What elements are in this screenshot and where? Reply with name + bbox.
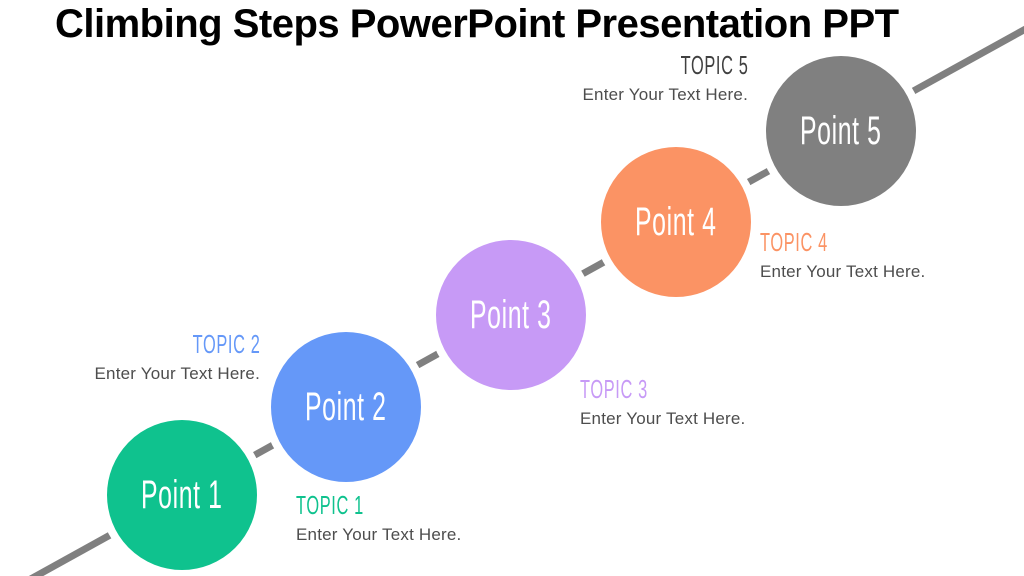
topic-4-description: Enter Your Text Here. [760,262,926,281]
topic-5-title: TOPIC 5 [680,50,748,80]
point-3-circle: Point 3 [428,232,594,398]
topic-2-description: Enter Your Text Here. [94,364,260,383]
point-2-circle: Point 2 [263,324,429,490]
point-3-label: Point 3 [470,292,552,337]
slide-title: Climbing Steps PowerPoint Presentation P… [55,2,899,46]
point-4-circle: Point 4 [593,139,759,305]
topic-2-block: TOPIC 2 Enter Your Text Here. [95,331,260,384]
point-1-circle: Point 1 [99,412,265,576]
point-1-label: Point 1 [141,472,223,517]
topic-3-description: Enter Your Text Here. [580,409,746,428]
point-2-label: Point 2 [305,384,387,429]
point-5-label: Point 5 [800,108,882,153]
topic-3-title: TOPIC 3 [580,374,648,404]
topic-5-block: TOPIC 5 Enter Your Text Here. [583,52,748,105]
topic-4-block: TOPIC 4 Enter Your Text Here. [760,229,925,282]
topic-1-title: TOPIC 1 [296,490,364,520]
topic-5-description: Enter Your Text Here. [582,85,748,104]
topic-3-block: TOPIC 3 Enter Your Text Here. [580,376,745,429]
point-5-circle: Point 5 [758,48,924,214]
point-4-label: Point 4 [635,199,717,244]
topic-2-title: TOPIC 2 [192,329,260,359]
topic-1-block: TOPIC 1 Enter Your Text Here. [296,492,461,545]
topic-4-title: TOPIC 4 [760,227,828,257]
topic-1-description: Enter Your Text Here. [296,525,462,544]
